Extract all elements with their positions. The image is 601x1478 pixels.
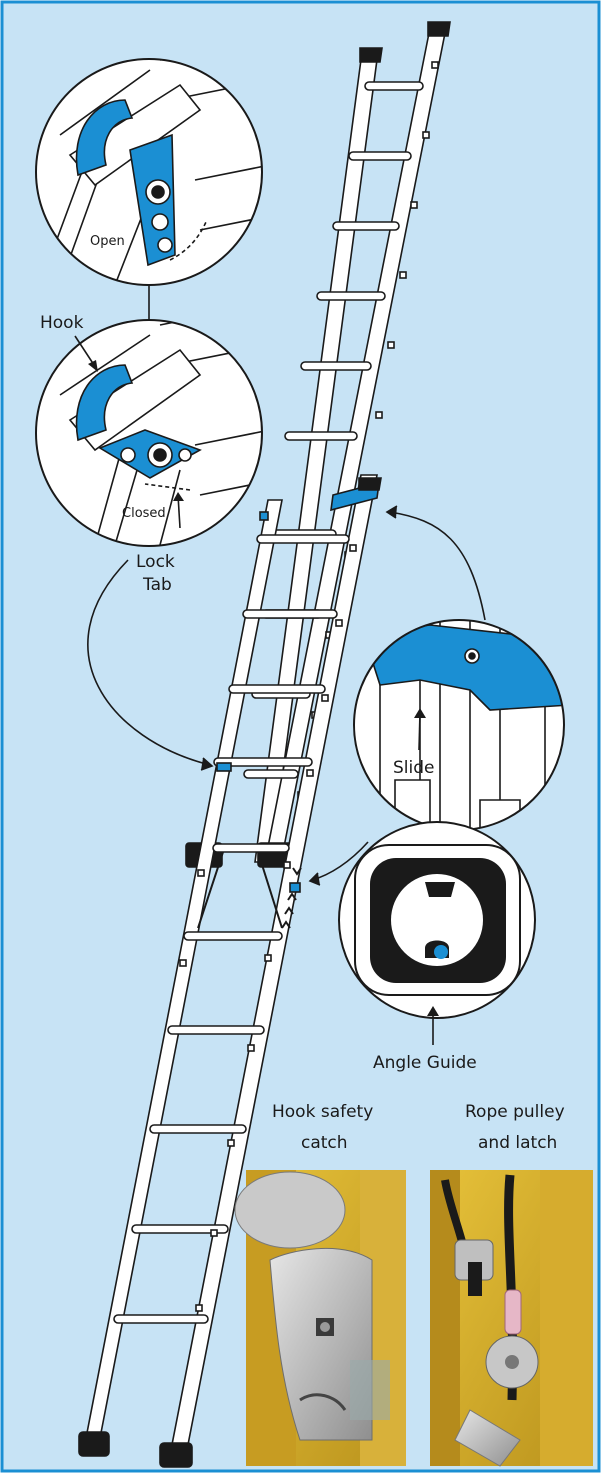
base-foot-right [160, 1443, 192, 1467]
fly-top-cap-left [360, 48, 382, 62]
label-tab: Tab [142, 575, 172, 595]
photo-rope-pulley-latch [430, 1170, 593, 1466]
label-slide: Slide [393, 758, 435, 778]
base-foot-left [79, 1432, 109, 1456]
ladder-angle-guide [290, 883, 300, 892]
photo-caption-hook-1: Hook safety [272, 1102, 373, 1122]
callout-angle-guide [339, 822, 535, 1018]
ladder-lock-tab [217, 763, 231, 771]
photo-caption-pulley-1: Rope pulley [465, 1102, 565, 1122]
label-lock: Lock [136, 552, 175, 572]
fly-top-cap-right [428, 22, 450, 36]
label-open: Open [90, 234, 125, 249]
ladder-hook-mark [260, 512, 268, 520]
label-closed: Closed [122, 506, 166, 521]
label-angle-guide: Angle Guide [373, 1053, 477, 1073]
angle-guide-bubble [434, 945, 448, 959]
photo-caption-hook-2: catch [301, 1133, 348, 1153]
label-hook: Hook [40, 313, 84, 333]
photo-caption-pulley-2: and latch [478, 1133, 557, 1153]
photo-hook-safety-catch [235, 1170, 406, 1466]
